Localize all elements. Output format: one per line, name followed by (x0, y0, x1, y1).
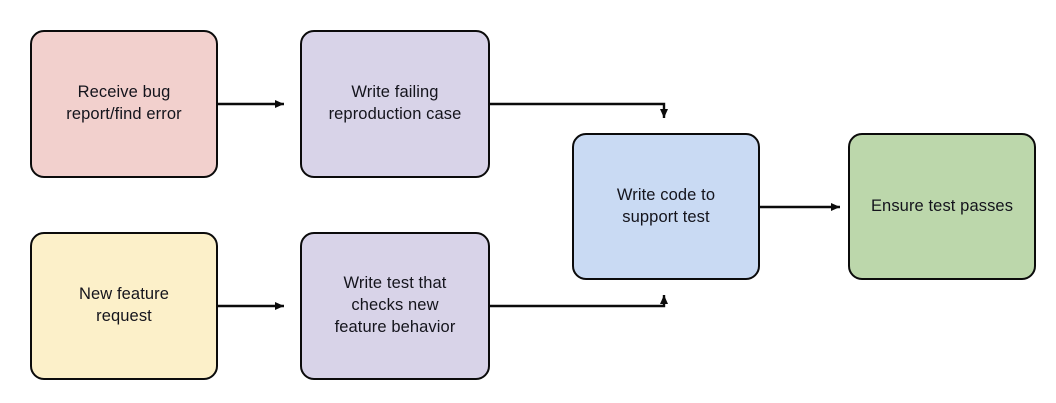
node-label-write-code-to-support-test: Write code to support test (616, 185, 716, 226)
node-label-new-feature-request: New feature request (78, 285, 170, 325)
node-ensure-test-passes[interactable]: Ensure test passes (848, 133, 1036, 280)
node-write-code-to-support-test[interactable]: Write code to support test (572, 133, 760, 280)
edge-repro-to-code-path (490, 102, 668, 118)
node-label-receive-bug-report: Receive bug report/find error (66, 83, 182, 123)
edge-repro-to-code (490, 102, 668, 118)
node-label-ensure-test-passes: Ensure test passes (870, 196, 1014, 215)
node-write-failing-reproduction-case[interactable]: Write failing reproduction case (300, 30, 490, 178)
node-write-test-checks-new-feature[interactable]: Write test that checks new feature behav… (300, 232, 490, 380)
edge-test-to-code (490, 295, 668, 308)
node-label-write-failing-reproduction-case: Write failing reproduction case (328, 83, 462, 123)
node-label-write-test-checks-new-feature: Write test that checks new feature behav… (334, 274, 456, 336)
node-new-feature-request[interactable]: New feature request (30, 232, 218, 380)
edge-test-to-code-path (490, 295, 668, 308)
node-receive-bug-report[interactable]: Receive bug report/find error (30, 30, 218, 178)
